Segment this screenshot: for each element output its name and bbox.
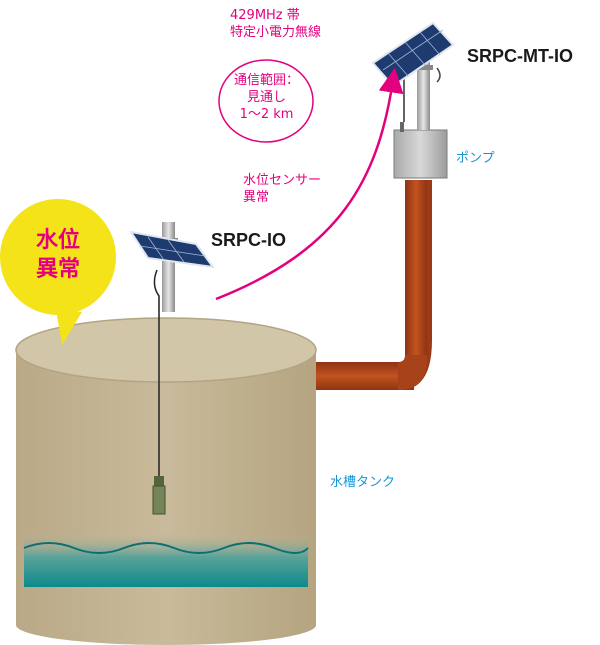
receiver-model-label: SRPC-MT-IO xyxy=(467,46,573,66)
pump-unit xyxy=(393,122,448,179)
water-level xyxy=(24,532,308,587)
transmitter-model-label: SRPC-IO xyxy=(211,230,287,250)
transmitter-station xyxy=(128,222,216,478)
pump-label: ポンプ xyxy=(456,151,495,166)
signal-arrow xyxy=(215,67,404,301)
tank-label: 水槽タンク xyxy=(330,475,396,490)
alert-signal-label: 水位センサー 異常 xyxy=(243,173,322,205)
water-tank xyxy=(15,317,317,645)
range-label: 通信範囲： 見通し 1～2 km xyxy=(233,73,299,122)
pipe xyxy=(314,180,432,390)
receiver-station xyxy=(371,21,455,130)
alert-bubble xyxy=(0,199,116,345)
radio-band-label: 429MHz 帯 特定小電力無線 xyxy=(230,8,322,40)
water-level-sensor xyxy=(152,476,166,515)
range-circle xyxy=(218,59,314,143)
alert-bubble-text: 水位 異常 xyxy=(35,228,80,282)
